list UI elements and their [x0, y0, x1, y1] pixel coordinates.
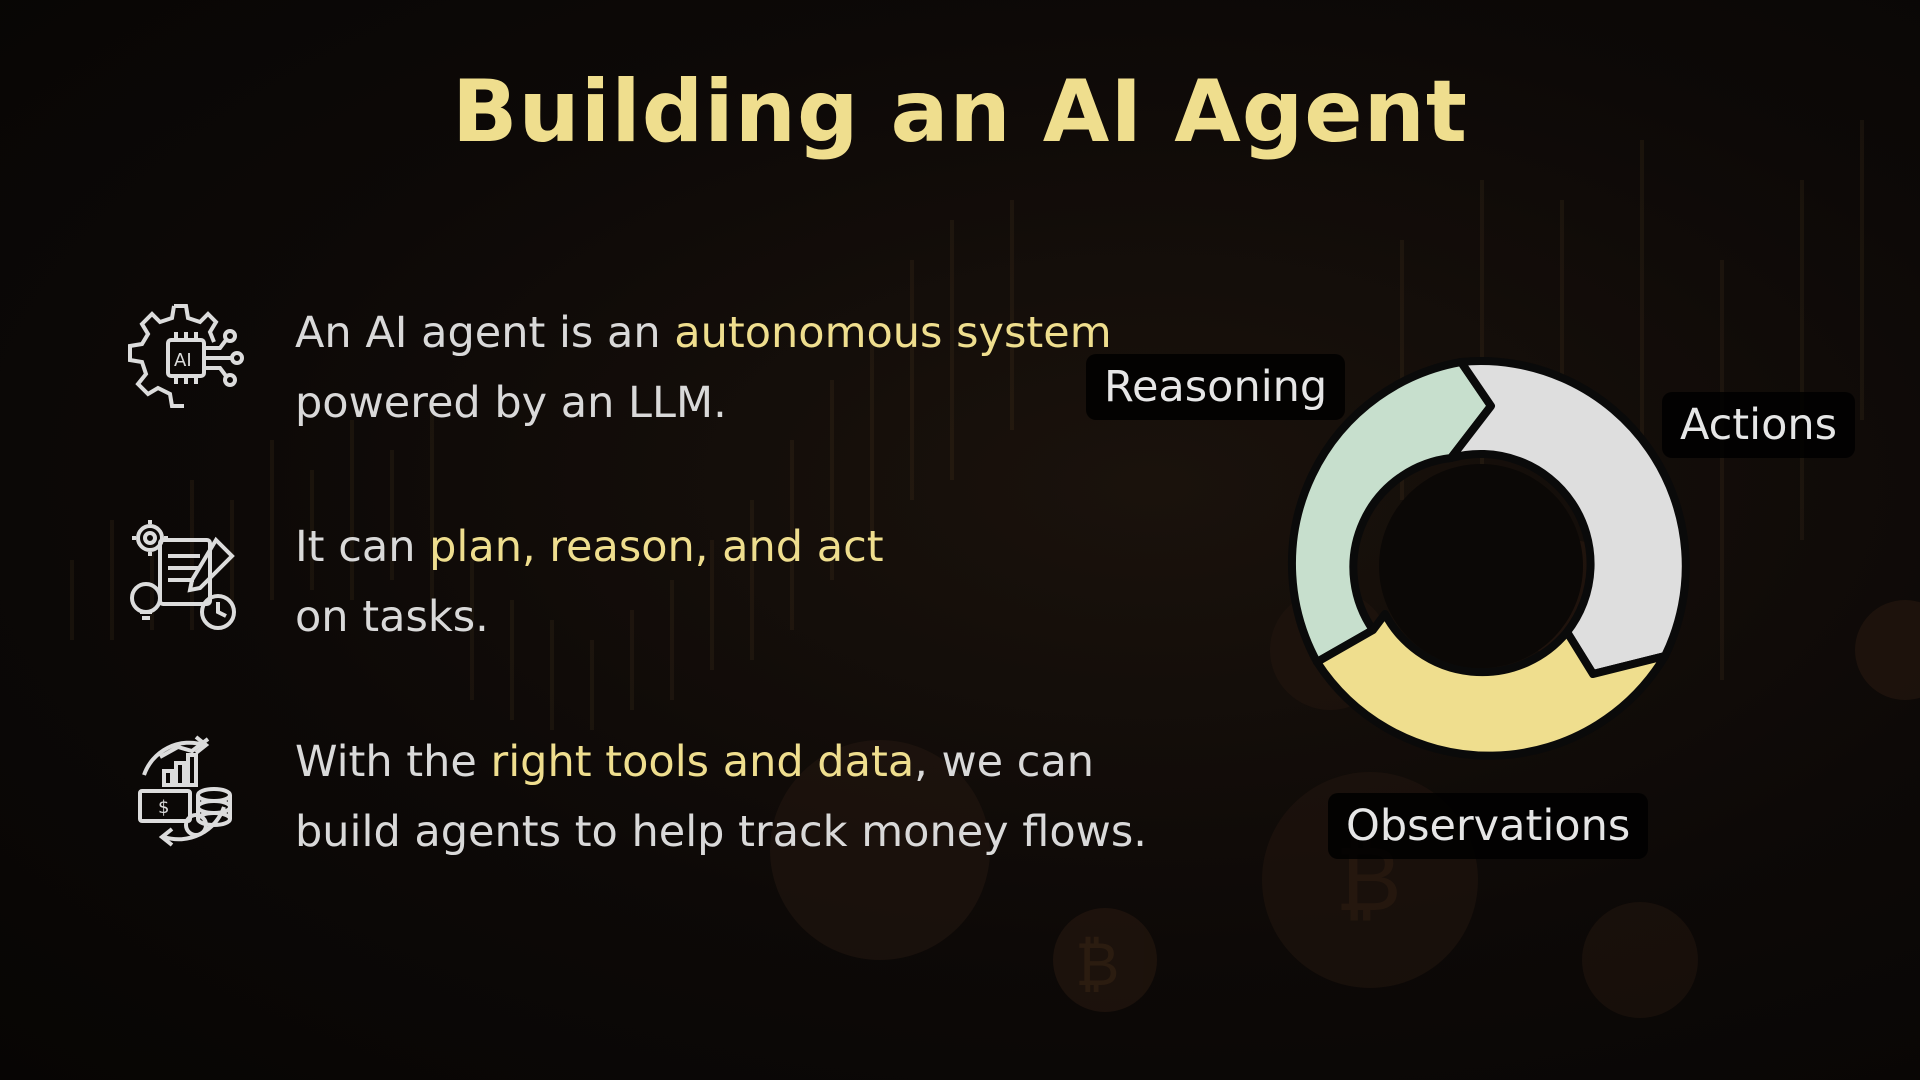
bullet-text-highlight: plan, reason, and act [429, 522, 884, 572]
bullet-item-ai-agent: AI An AI agent is an autonomous system p… [120, 298, 1140, 458]
planning-tasks-icon [120, 512, 248, 640]
bullet-item-money-flows: $ With the right tools and data, we can … [120, 727, 1147, 887]
ai-chip-gear-icon: AI [120, 298, 248, 426]
cycle-label-actions: Actions [1662, 392, 1856, 458]
bullet-item-plan-reason-act: It can plan, reason, and act on tasks. [120, 512, 1140, 672]
cycle-segment-reasoning [1287, 358, 1495, 666]
agent-cycle-diagram [1240, 340, 1720, 800]
svg-text:₿: ₿ [1075, 930, 1119, 1000]
bullet-text-highlight: autonomous system [674, 308, 1112, 358]
bullet-text-plan-reason-act: It can plan, reason, and act on tasks. [295, 512, 1155, 652]
cycle-segment-observations [1313, 610, 1669, 760]
money-flow-icon: $ [120, 727, 248, 855]
bullet-text-plain: With the [295, 737, 491, 787]
bullet-text-money-flows: With the right tools and data, we can bu… [295, 727, 1155, 867]
cycle-label-reasoning: Reasoning [1086, 354, 1346, 420]
bullet-text-plain: It can [295, 522, 430, 572]
bullet-text-plain: An AI agent is an [295, 308, 675, 358]
bullet-text-plain: powered by an LLM. [295, 378, 727, 428]
svg-text:AI: AI [174, 350, 192, 371]
slide-title: Building an AI Agent [452, 62, 1468, 162]
cycle-label-observations: Observations [1328, 793, 1649, 859]
bullet-text-highlight: right tools and data [490, 737, 915, 787]
bullet-text-ai-agent: An AI agent is an autonomous system powe… [295, 298, 1155, 438]
svg-text:$: $ [158, 797, 169, 818]
bullet-text-plain: , we can build agents to help track mone… [295, 737, 1147, 857]
bullet-text-plain: on tasks. [295, 592, 489, 642]
